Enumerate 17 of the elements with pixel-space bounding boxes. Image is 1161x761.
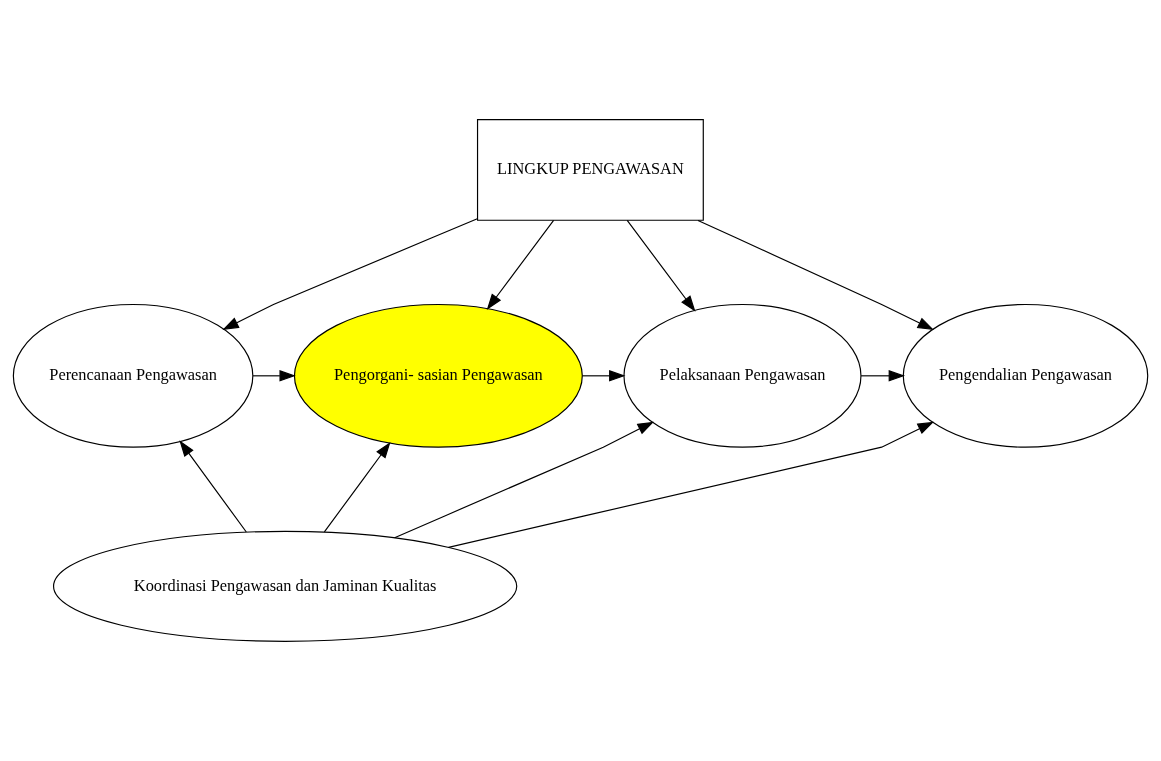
arrow <box>860 370 906 382</box>
arrow <box>581 370 626 382</box>
node-ellipse: Koordinasi Pengawasan dan Jaminan Kualitas <box>52 530 518 642</box>
arrow <box>626 219 696 312</box>
arrow <box>447 421 934 548</box>
arrow <box>252 370 296 382</box>
arrow <box>486 219 555 310</box>
node-ellipse: Pengorgani- sasian Pengawasan <box>293 303 583 448</box>
arrow <box>179 440 247 533</box>
node-ellipse: Pengendalian Pengawasan <box>902 303 1149 448</box>
arrow <box>323 442 391 533</box>
node-box: LINGKUP PENGAWASAN <box>476 119 704 221</box>
node-ellipse: Pelaksanaan Pengawasan <box>623 303 862 448</box>
arrow <box>394 421 654 539</box>
arrow <box>697 219 934 330</box>
node-ellipse: Perencanaan Pengawasan <box>12 303 254 448</box>
arrow <box>222 218 478 330</box>
